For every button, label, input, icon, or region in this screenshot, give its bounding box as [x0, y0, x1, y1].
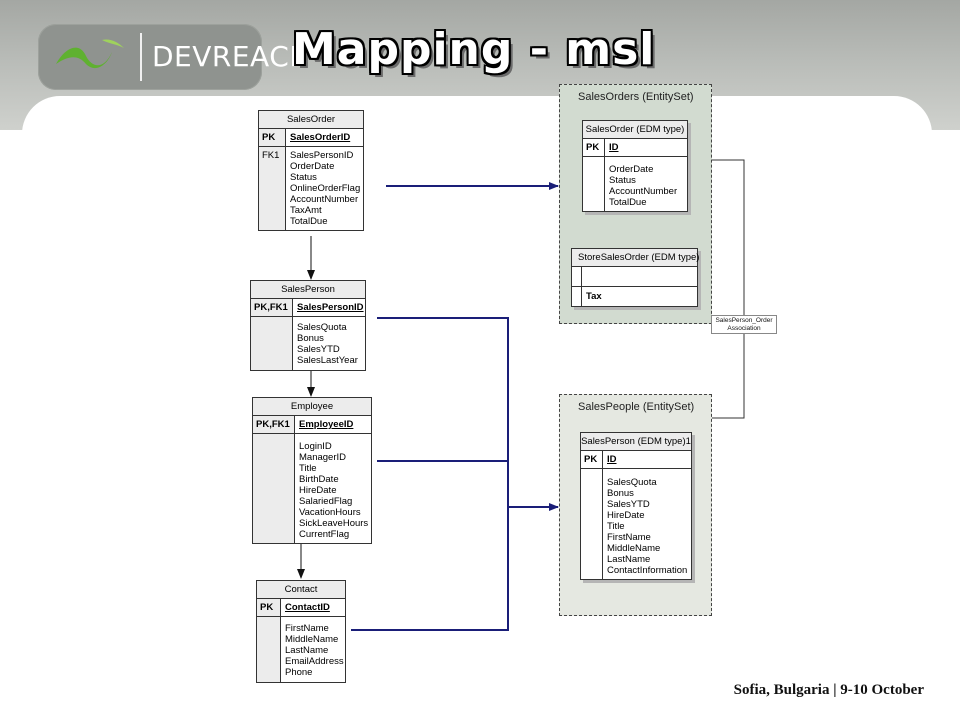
edm-type-title: StoreSalesOrder (EDM type): [572, 249, 699, 267]
field: MiddleName: [285, 634, 339, 645]
field: HireDate: [299, 485, 337, 496]
field: ManagerID: [299, 452, 346, 463]
pk-field: ID: [607, 454, 617, 465]
fields-section: FirstName MiddleName LastName EmailAddre…: [257, 617, 345, 682]
association-label: SalesPerson_Order Association: [711, 315, 777, 334]
fields-section: SalesQuota Bonus SalesYTD SalesLastYear: [251, 317, 365, 370]
fields-section: LoginID ManagerID Title BirthDate HireDa…: [253, 434, 371, 543]
pk-section: [572, 267, 697, 287]
pk-section: PK,FK1 EmployeeID: [253, 416, 371, 434]
field: Tax: [586, 291, 602, 302]
pk-section: PK ID: [583, 139, 687, 157]
table-employee: Employee PK,FK1 EmployeeID LoginID Manag…: [252, 397, 372, 544]
field: OrderDate: [290, 161, 335, 172]
devreach-logo: DEVREACH: [38, 24, 310, 90]
field: HireDate: [607, 510, 645, 521]
field: FirstName: [607, 532, 651, 543]
field: AccountNumber: [609, 186, 678, 197]
field: SalesPersonID: [290, 150, 354, 161]
content-panel: [22, 96, 932, 686]
edm-type-title: SalesOrder (EDM type): [583, 121, 687, 139]
entityset-title: SalesOrders (EntitySet): [578, 91, 694, 103]
field: Phone: [285, 667, 313, 678]
fields-section: OrderDate Status AccountNumber TotalDue: [583, 157, 687, 211]
edm-type-storesalesorder: StoreSalesOrder (EDM type) Tax: [571, 248, 699, 307]
table-title: SalesPerson: [251, 281, 365, 299]
pk-field: SalesOrderID: [290, 132, 351, 143]
slide-footer: Sofia, Bulgaria | 9-10 October: [733, 682, 924, 698]
pk-section: PK,FK1 SalesPersonID: [251, 299, 365, 317]
logo-divider: [140, 33, 142, 81]
field: SalesYTD: [607, 499, 650, 510]
pk-label: PK: [260, 602, 274, 613]
table-salesperson: SalesPerson PK,FK1 SalesPersonID SalesQu…: [250, 280, 366, 371]
association-line: [692, 160, 745, 419]
pk-field: SalesPersonID: [297, 302, 364, 313]
pk-field: ContactID: [285, 602, 330, 613]
pk-label: PK: [586, 142, 600, 153]
table-title: Employee: [253, 398, 371, 416]
table-contact: Contact PK ContactID FirstName MiddleNam…: [256, 580, 346, 683]
pk-label: PK,FK1: [256, 419, 290, 430]
association-kind: Association: [727, 325, 761, 332]
pk-section: PK SalesOrderID: [259, 129, 363, 147]
field: SalariedFlag: [299, 496, 353, 507]
fields-section: SalesQuota Bonus SalesYTD HireDate Title…: [581, 469, 691, 579]
table-title: SalesOrder: [259, 111, 363, 129]
field: LoginID: [299, 441, 332, 452]
fields-section: Tax: [572, 287, 697, 306]
table-title: Contact: [257, 581, 345, 599]
field: Status: [290, 172, 317, 183]
edm-type-salesperson: SalesPerson (EDM type)1 PK ID SalesQuota…: [580, 432, 692, 580]
field: Title: [299, 463, 317, 474]
field: Status: [609, 175, 636, 186]
field: MiddleName: [607, 543, 661, 554]
field: SalesLastYear: [297, 355, 358, 366]
field: TaxAmt: [290, 205, 322, 216]
pk-section: PK ID: [581, 451, 691, 469]
association-name: SalesPerson_Order: [715, 317, 773, 324]
pk-label: PK: [584, 454, 598, 465]
entityset-title: SalesPeople (EntitySet): [578, 401, 695, 413]
field: SalesQuota: [297, 322, 347, 333]
field: Title: [607, 521, 625, 532]
field: OrderDate: [609, 164, 654, 175]
mapping-line-contact: [351, 507, 509, 631]
pk-label: PK,FK1: [254, 302, 288, 313]
field: FirstName: [285, 623, 329, 634]
field: AccountNumber: [290, 194, 359, 205]
fk-label: FK1: [262, 150, 280, 161]
field: EmailAddress: [285, 656, 344, 667]
field: SalesQuota: [607, 477, 657, 488]
field: SickLeaveHours: [299, 518, 369, 529]
slide-title: Mapping - msl: [292, 24, 656, 75]
field: VacationHours: [299, 507, 361, 518]
swoosh-logo-icon: [56, 39, 124, 69]
mapping-line-salesperson: [377, 317, 509, 507]
logo-wordmark: DEVREACH: [152, 40, 311, 73]
field: LastName: [607, 554, 651, 565]
field: TotalDue: [290, 216, 328, 227]
pk-section: PK ContactID: [257, 599, 345, 617]
field: OnlineOrderFlag: [290, 183, 361, 194]
pk-field: EmployeeID: [299, 419, 354, 430]
field: TotalDue: [609, 197, 647, 208]
field: LastName: [285, 645, 329, 656]
pk-field: ID: [609, 142, 619, 153]
table-salesorder: SalesOrder PK SalesOrderID FK1 SalesPers…: [258, 110, 364, 231]
field: BirthDate: [299, 474, 339, 485]
edm-type-title: SalesPerson (EDM type)1: [581, 433, 691, 451]
field: Bonus: [607, 488, 634, 499]
field: Bonus: [297, 333, 324, 344]
fields-section: FK1 SalesPersonID OrderDate Status Onlin…: [259, 147, 363, 230]
pk-label: PK: [262, 132, 276, 143]
edm-type-salesorder: SalesOrder (EDM type) PK ID OrderDate St…: [582, 120, 688, 212]
field: CurrentFlag: [299, 529, 350, 540]
field: SalesYTD: [297, 344, 340, 355]
field: ContactInformation: [607, 565, 688, 576]
